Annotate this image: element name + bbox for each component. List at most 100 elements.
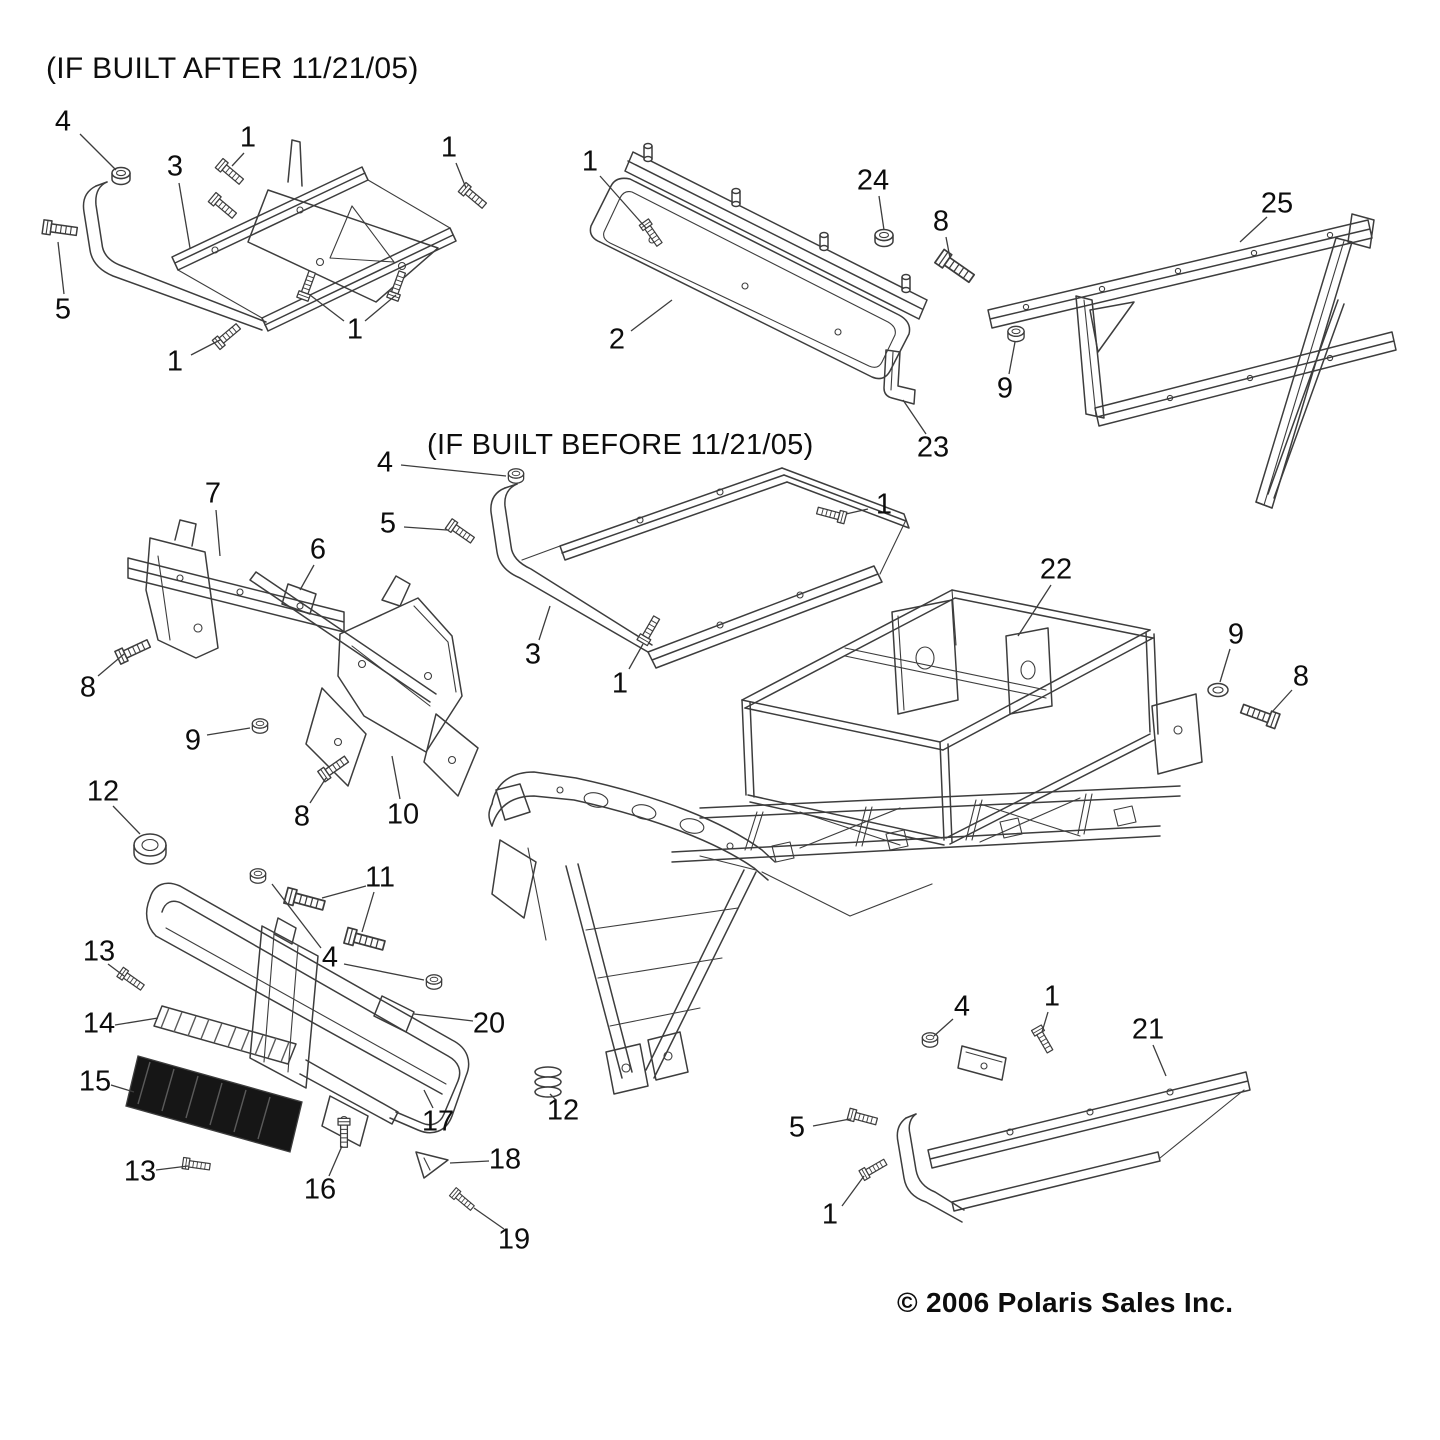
post-icon (819, 231, 829, 252)
leader-line (841, 1175, 865, 1207)
hardware-group-after-frame (41, 157, 489, 351)
hardware-group-main-frame (1207, 682, 1281, 730)
leader-line (107, 963, 125, 977)
bolt-icon (1238, 700, 1281, 730)
leader-line (391, 755, 401, 800)
leader-line (110, 1084, 135, 1093)
leader-line (945, 236, 951, 259)
bolt-icon (207, 191, 239, 221)
leader-line (1271, 689, 1293, 713)
leader-line (845, 508, 869, 515)
note-built-before: (IF BUILT BEFORE 11/21/05) (427, 429, 814, 461)
bolt-icon (211, 321, 243, 351)
leader-line (902, 399, 927, 435)
part-front-frame-support (127, 519, 479, 797)
leader-line (309, 777, 327, 804)
leader-line (178, 182, 191, 249)
leader-line (231, 152, 245, 167)
bolt-icon (846, 1107, 879, 1128)
leader-line (599, 175, 647, 229)
nut-icon (425, 974, 443, 990)
flange-nut-icon (251, 718, 269, 734)
copyright-text: © 2006 Polaris Sales Inc. (897, 1287, 1234, 1318)
leader-line (271, 883, 322, 949)
bolt-icon (181, 1156, 212, 1173)
bolt-icon (444, 518, 477, 546)
leader-line (321, 885, 367, 899)
post-icon (731, 187, 741, 208)
bolt-icon (283, 886, 327, 915)
leader-line (1239, 216, 1268, 243)
leader-line (206, 727, 251, 736)
nut-icon (111, 166, 131, 186)
bolt-icon (636, 613, 663, 647)
bolt-icon (815, 504, 848, 525)
leader-line (455, 162, 467, 189)
post-icon (901, 273, 911, 294)
bolt-icon (457, 181, 489, 211)
leader-line (364, 294, 397, 322)
leader-line (473, 1207, 505, 1230)
bolt-icon (116, 966, 147, 993)
part-main-frame (488, 589, 1203, 1095)
spring-icon (534, 1066, 562, 1098)
leader-line (309, 294, 345, 322)
leader-line (299, 564, 315, 591)
bolt-icon (41, 219, 79, 240)
leader-line (812, 1118, 851, 1127)
flange-nut-icon (1007, 325, 1025, 343)
bolt-icon (934, 248, 978, 286)
leader-lines (57, 133, 1293, 1230)
leader-line (1017, 584, 1052, 637)
leader-line (190, 339, 221, 356)
leader-line (933, 1018, 954, 1037)
washer-icon (1207, 682, 1229, 698)
nut-icon (507, 468, 525, 484)
leader-line (878, 195, 885, 231)
part-bed-support-frame-after (82, 139, 457, 332)
leader-line (630, 299, 673, 332)
leader-line (1008, 341, 1016, 375)
leader-line (549, 1093, 557, 1101)
bolt-icon (343, 926, 387, 955)
leader-line (215, 509, 221, 557)
bushing-icon (133, 833, 167, 865)
part-tailgate-frame (589, 142, 928, 380)
bolt-icon (296, 269, 319, 302)
part-cab-frame-support (987, 213, 1397, 509)
bolt-icon (317, 753, 351, 783)
note-built-after: (IF BUILT AFTER 11/21/05) (46, 52, 419, 85)
leader-line (400, 464, 507, 477)
screw-icon (448, 1187, 477, 1213)
leader-line (112, 805, 141, 835)
leader-line (1041, 1011, 1049, 1033)
nut-icon (874, 228, 894, 248)
leader-line (1152, 1044, 1167, 1077)
leader-line (57, 241, 65, 295)
leader-line (628, 643, 644, 670)
part-rear-support-frame (896, 1045, 1251, 1223)
part-brush-guard (125, 882, 562, 1179)
leader-line (361, 891, 375, 933)
leader-line (423, 1089, 434, 1109)
leader-line (328, 1145, 343, 1177)
leader-line (1219, 648, 1231, 683)
leader-line (403, 526, 448, 531)
leader-line (114, 1017, 159, 1026)
post-icon (643, 142, 653, 163)
leader-line (343, 963, 425, 981)
nut-icon (249, 868, 267, 884)
hardware-group-rear-support (846, 1024, 1056, 1182)
leader-line (538, 605, 551, 641)
bolt-icon (386, 269, 409, 302)
leader-line (79, 133, 117, 171)
leader-line (155, 1165, 189, 1171)
leader-line (413, 1013, 474, 1022)
leader-line (449, 1160, 490, 1164)
bolt-icon (214, 157, 246, 187)
part-bed-support-frame-before (490, 467, 910, 669)
bolt-icon (337, 1117, 351, 1148)
bolt-icon (114, 636, 153, 665)
